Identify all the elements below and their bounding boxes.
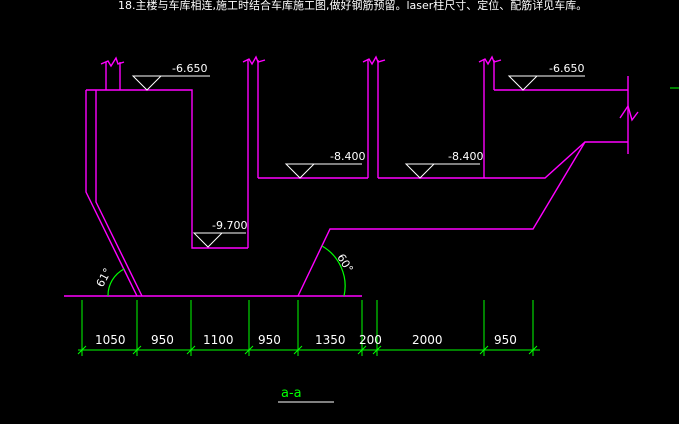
dimension-label: 2000 <box>412 333 443 347</box>
angle-label-right: 60° <box>334 252 355 275</box>
elevation-label-5: -9.700 <box>212 219 247 232</box>
elevation-label-3: -8.400 <box>330 150 365 163</box>
section-label: a-a <box>278 386 334 403</box>
dimension-label: 1350 <box>315 333 346 347</box>
angle-left: 61° <box>94 266 125 297</box>
note-text: 18.主楼与车库相连,施工时结合车库施工图,做好钢筋预留。laser柱尺寸、定位… <box>118 0 587 12</box>
dimension-chain <box>77 300 540 356</box>
dimension-label: 950 <box>258 333 281 347</box>
elevation-marker-4: -8.400 <box>404 150 483 179</box>
elevation-label-4: -8.400 <box>448 150 483 163</box>
angle-label-left: 61° <box>94 266 115 289</box>
section-outline <box>64 55 639 297</box>
section-label-text: a-a <box>281 386 302 401</box>
elevation-label-1: -6.650 <box>172 62 207 75</box>
dimension-label: 950 <box>151 333 174 347</box>
elevation-marker-2: -6.650 <box>507 62 585 91</box>
elevation-marker-3: -8.400 <box>284 150 365 179</box>
dimension-label: 950 <box>494 333 517 347</box>
dimension-label: 1100 <box>203 333 234 347</box>
dimension-label: 200 <box>359 333 382 347</box>
angle-right: 60° <box>321 245 356 297</box>
elevation-marker-5: -9.700 <box>192 219 247 248</box>
elevation-marker-1: -6.650 <box>131 62 210 91</box>
dimension-labels: 1050 950 1100 950 1350 200 2000 950 <box>95 333 517 347</box>
dimension-label: 1050 <box>95 333 126 347</box>
elevation-label-2: -6.650 <box>549 62 584 75</box>
